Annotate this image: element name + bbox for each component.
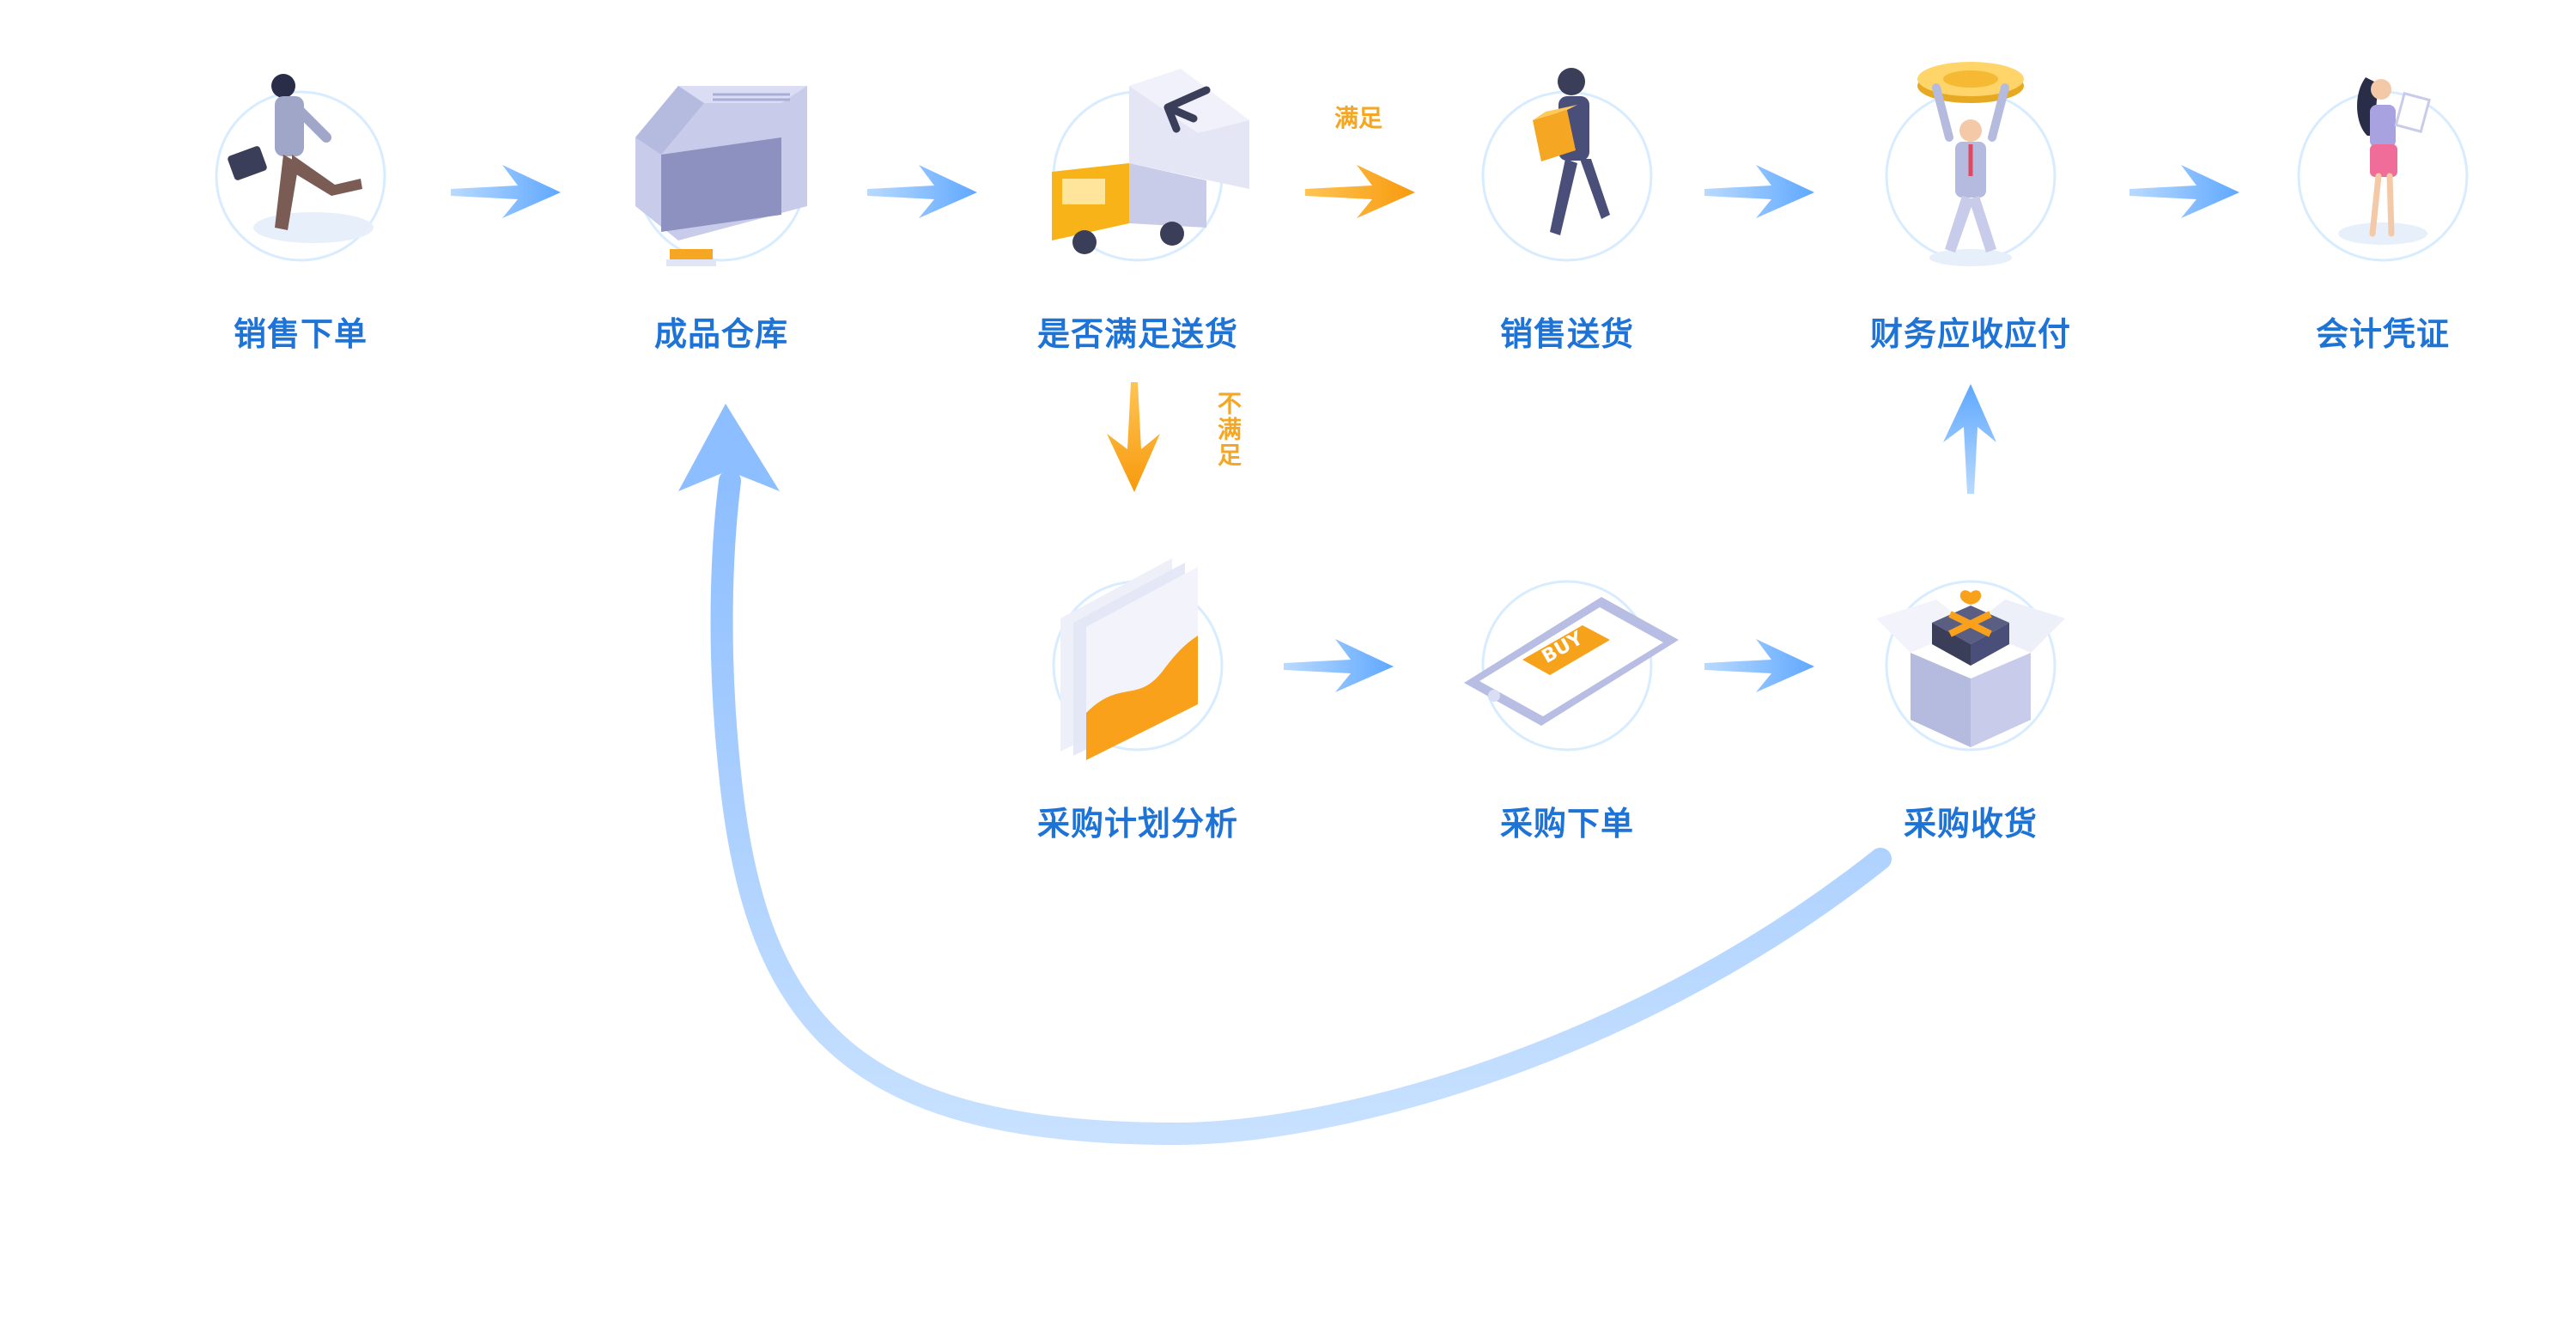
node-check-delivery: 是否满足送货 xyxy=(1000,34,1275,353)
delivery-truck-icon xyxy=(1052,69,1249,262)
node-finance: 财务应收应付 xyxy=(1833,34,2108,353)
phone-buy-icon: BUY xyxy=(1464,580,1679,752)
arrow-up-finance xyxy=(1943,384,1996,494)
node-purchase-order: BUY 采购下单 xyxy=(1430,524,1704,843)
node-warehouse: 成品仓库 xyxy=(584,34,859,353)
node-voucher: 会计凭证 xyxy=(2245,34,2520,353)
node-purchase-plan: 采购计划分析 xyxy=(1000,524,1275,843)
courier-icon xyxy=(1481,68,1653,262)
edge-label-not-satisfied: 不满足 xyxy=(1214,391,1242,468)
node-label: 采购计划分析 xyxy=(1036,805,1238,843)
node-purchase-receive: 采购收货 xyxy=(1833,524,2108,843)
node-label: 采购收货 xyxy=(1903,805,2038,843)
arrow-not-satisfied xyxy=(1107,382,1160,492)
arrow-2 xyxy=(867,165,977,218)
warehouse-icon xyxy=(635,86,807,266)
node-sales-delivery: 销售送货 xyxy=(1430,34,1704,353)
arrow-5 xyxy=(2129,165,2239,218)
node-label: 财务应收应付 xyxy=(1869,315,2071,353)
open-box-icon xyxy=(1876,580,2065,752)
node-label: 成品仓库 xyxy=(653,315,788,353)
arrow-7 xyxy=(1704,639,1814,692)
node-label: 销售下单 xyxy=(233,315,368,353)
coin-holder-icon xyxy=(1885,62,2057,266)
arrow-6 xyxy=(1284,639,1394,692)
node-label: 会计凭证 xyxy=(2315,315,2450,353)
node-label: 销售送货 xyxy=(1499,315,1634,353)
accountant-icon xyxy=(2297,77,2469,262)
running-salesman-icon xyxy=(215,74,386,262)
arrow-satisfied xyxy=(1305,165,1415,218)
arrow-4 xyxy=(1704,165,1814,218)
node-label: 采购下单 xyxy=(1499,805,1634,843)
node-sales-order: 销售下单 xyxy=(163,34,438,353)
node-label: 是否满足送货 xyxy=(1036,315,1238,353)
analysis-chart-icon xyxy=(1052,558,1224,760)
edge-label-satisfied: 满足 xyxy=(1334,104,1383,132)
arrow-1 xyxy=(451,165,561,218)
